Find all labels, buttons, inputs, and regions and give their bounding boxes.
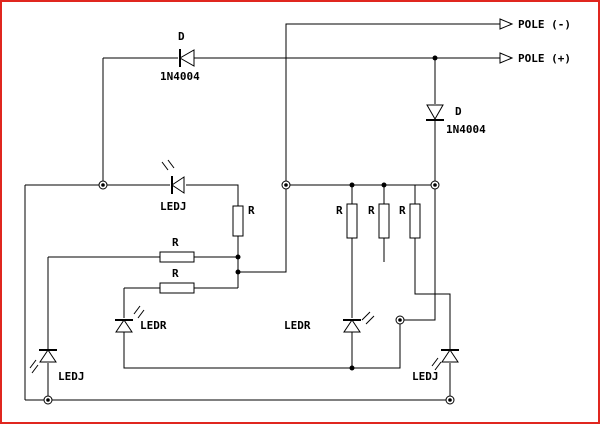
- diode-right-name: D: [455, 105, 462, 118]
- diode-top-part: 1N4004: [160, 70, 200, 83]
- junction-node: [43, 395, 53, 405]
- led-mid: [343, 311, 375, 333]
- junction-dot: [235, 254, 241, 260]
- pole-arrows: [499, 18, 514, 64]
- resistor-b: [378, 203, 390, 239]
- resistor-c-label: R: [399, 204, 406, 217]
- junction-dot: [349, 182, 355, 188]
- ledj-top-label: LEDJ: [160, 200, 187, 213]
- resistor-h1: [159, 251, 195, 263]
- junction-dot: [349, 365, 355, 371]
- pole-positive-label: POLE (+): [518, 52, 571, 65]
- junctions: [43, 55, 455, 405]
- resistor-a-label: R: [336, 204, 343, 217]
- arrow-right-icon: [499, 52, 514, 64]
- diode-top-name: D: [178, 30, 185, 43]
- resistor-h2: [159, 282, 195, 294]
- resistor-h2-label: R: [172, 267, 179, 280]
- junction-node: [445, 395, 455, 405]
- ledr-left-label: LEDR: [140, 319, 167, 332]
- led-left-bottom: [29, 349, 57, 374]
- junction-node: [430, 180, 440, 190]
- diode-top: [178, 49, 195, 67]
- led-right-bottom: [431, 349, 459, 371]
- led-left-mid: [115, 305, 145, 333]
- junction-dot: [235, 269, 241, 275]
- junction-node: [98, 180, 108, 190]
- junction-node: [281, 180, 291, 190]
- resistor-vertical-label: R: [248, 204, 255, 217]
- labels: POLE (-) POLE (+) D 1N4004 D 1N4004 LEDJ…: [58, 18, 571, 383]
- resistor-h1-label: R: [172, 236, 179, 249]
- pole-negative-label: POLE (-): [518, 18, 571, 31]
- junction-dot: [432, 55, 438, 61]
- wires: [24, 23, 500, 401]
- diode-right-part: 1N4004: [446, 123, 486, 136]
- junction-dot: [381, 182, 387, 188]
- ledr-mid-label: LEDR: [284, 319, 311, 332]
- resistor-a: [346, 203, 358, 239]
- ledj-right-label: LEDJ: [412, 370, 439, 383]
- resistor-b-label: R: [368, 204, 375, 217]
- diode-right: [426, 104, 444, 121]
- arrow-right-icon: [499, 18, 514, 30]
- ledj-left-label: LEDJ: [58, 370, 85, 383]
- led-top: [161, 159, 185, 194]
- junction-node: [395, 315, 405, 325]
- resistor-c: [409, 203, 421, 239]
- resistor-vertical: [232, 205, 244, 237]
